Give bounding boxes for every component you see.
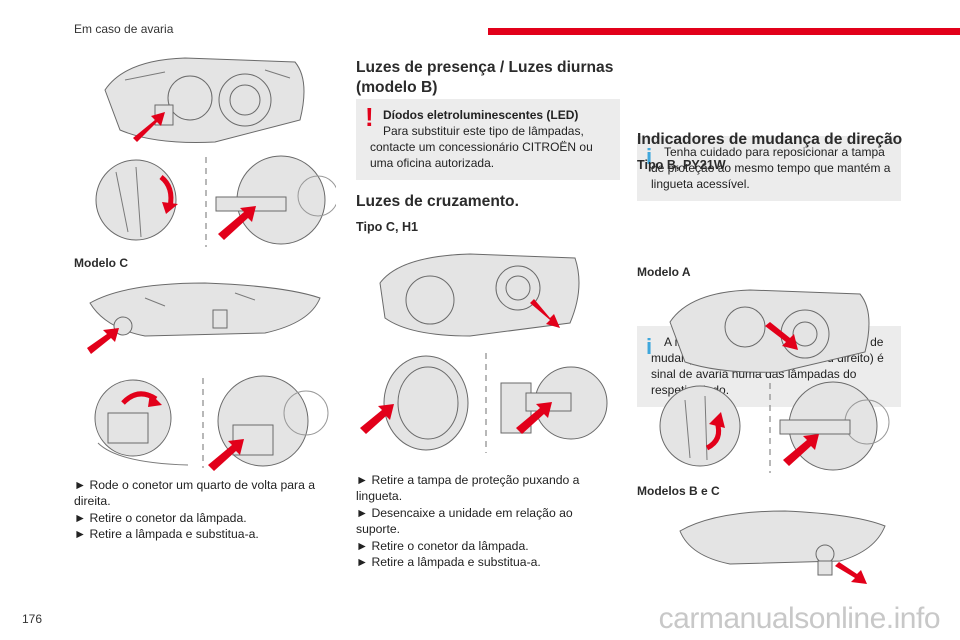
step-text: ► Retire a lâmpada e substitua-a. <box>356 555 541 570</box>
info-text: Tenha cuidado para reposicionar a tampa … <box>651 145 891 191</box>
headlamp-illustration-4 <box>669 289 870 373</box>
step-text: ► Retire a tampa de proteção puxando a l… <box>356 473 580 504</box>
subheading-type-c: Tipo C, H1 <box>356 220 419 234</box>
headlamp-illustration-2 <box>87 282 321 354</box>
heading-dipped-beam: Luzes de cruzamento. <box>356 193 519 210</box>
info-note-1: i Tenha cuidado para reposicionar a tamp… <box>637 136 901 201</box>
cap-illustration-1 <box>95 155 336 247</box>
heading-presence-lights: Luzes de presença / Luzes diurnas (model… <box>356 59 614 96</box>
headlamp-illustration-3 <box>379 253 580 337</box>
watermark: carmanualsonline.info <box>658 602 941 635</box>
exclamation-icon: ! <box>365 102 374 132</box>
connector-illustration-1 <box>94 375 329 471</box>
heading-indicators: Indicadores de mudança de direção <box>637 131 903 148</box>
cap-illustration-3 <box>659 381 890 473</box>
caption-model-a: Modelo A <box>637 265 691 279</box>
step-text: ► Rode o conetor um quarto de volta para… <box>74 478 316 509</box>
col2-steps: ► Retire a tampa de proteção puxando a l… <box>356 472 601 570</box>
step-text: ► Retire o conetor da lâmpada. <box>74 510 247 525</box>
page-number: 176 <box>22 612 43 626</box>
info-icon: i <box>646 144 653 169</box>
subheading-type-b: Tipo B, PY21W <box>637 158 726 172</box>
col1-steps: ► Rode o conetor um quarto de volta para… <box>74 477 329 543</box>
section-title: Em caso de avaria <box>74 22 174 36</box>
caption-models-bc: Modelos B e C <box>637 484 720 498</box>
caption-model-c: Modelo C <box>74 256 128 270</box>
warning-title: Díodos eletroluminescentes (LED) <box>383 108 579 122</box>
warning-text: Para substituir este tipo de lâmpadas, c… <box>370 124 593 170</box>
header-accent-bar <box>488 28 960 35</box>
step-text: ► Retire o conetor da lâmpada. <box>356 538 529 553</box>
cap-illustration-2 <box>360 353 608 453</box>
step-text: ► Retire a lâmpada e substitua-a. <box>74 527 259 542</box>
headlamp-illustration-1 <box>104 57 305 143</box>
info-icon: i <box>646 334 653 359</box>
step-text: ► Desencaixe a unidade em relação ao sup… <box>356 505 573 537</box>
headlamp-illustration-5 <box>679 510 886 584</box>
warning-note: ! Díodos eletroluminescentes (LED) Para … <box>356 99 620 180</box>
